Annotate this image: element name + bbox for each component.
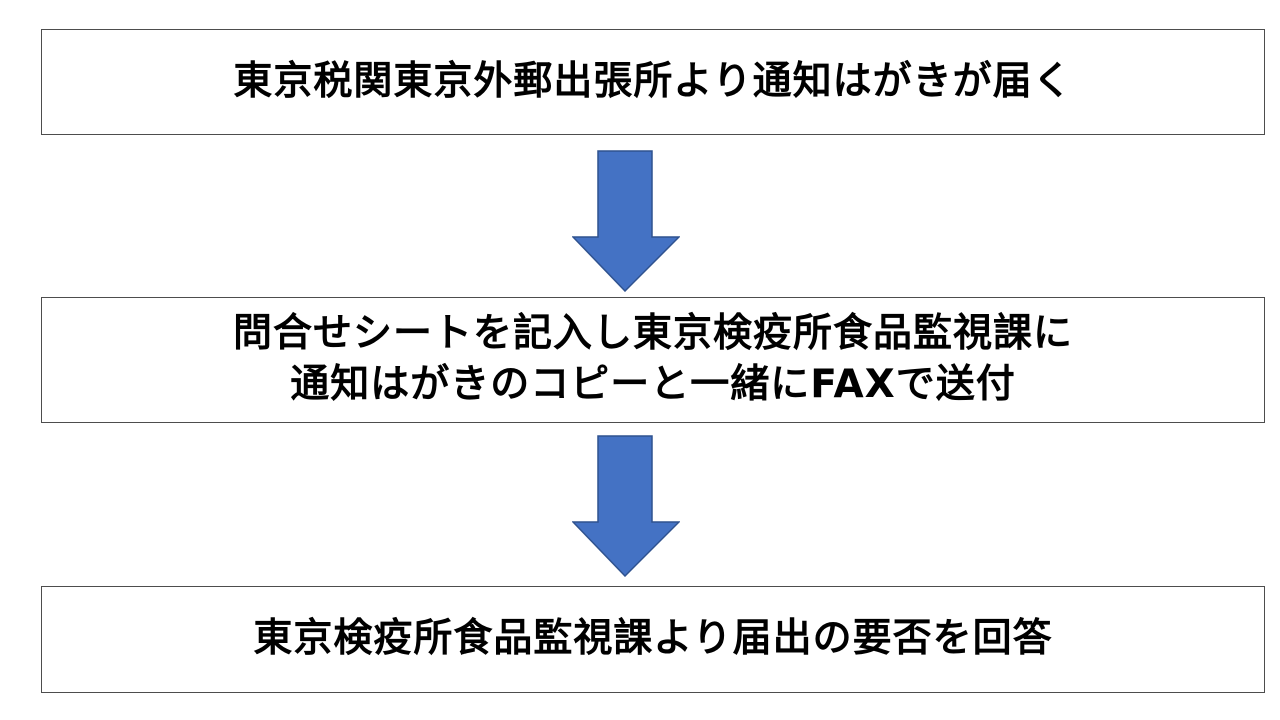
step-box-3: 東京検疫所食品監視課より届出の要否を回答 <box>41 586 1265 693</box>
step-box-2: 問合せシートを記入し東京検疫所食品監視課に 通知はがきのコピーと一緒にFAXで送… <box>41 297 1265 423</box>
step-3-text: 東京検疫所食品監視課より届出の要否を回答 <box>253 616 1053 662</box>
step-2-text-line-1: 問合せシートを記入し東京検疫所食品監視課に <box>232 311 1073 357</box>
arrow-down-icon <box>572 150 680 292</box>
step-2-text-line-2: 通知はがきのコピーと一緒にFAXで送付 <box>290 362 1016 407</box>
arrow-down-shape <box>572 150 680 292</box>
step-1-text: 東京税関東京外郵出張所より通知はがきが届く <box>233 58 1073 104</box>
arrow-down-icon <box>572 435 680 577</box>
step-box-1: 東京税関東京外郵出張所より通知はがきが届く <box>41 29 1265 135</box>
arrow-down-shape <box>572 435 680 577</box>
